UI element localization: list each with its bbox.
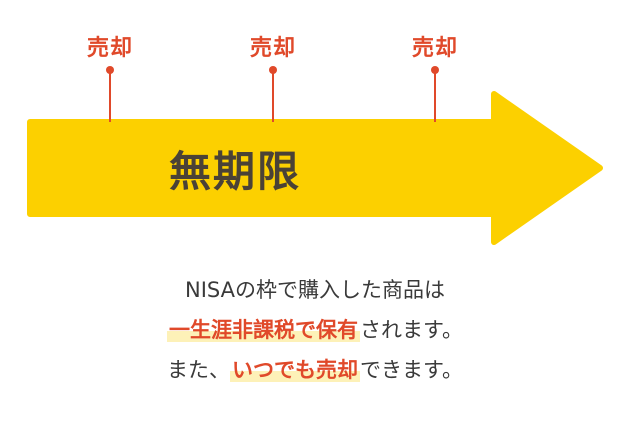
caption-highlight-sell-anytime: いつでも売却 bbox=[230, 358, 361, 382]
caption-highlight-tax-free: 一生涯非課税で保有 bbox=[167, 318, 361, 342]
sale-marker-1-dot bbox=[106, 66, 114, 74]
caption-line-3: また、いつでも売却できます。 bbox=[65, 350, 565, 390]
sale-marker-2-dot bbox=[269, 66, 277, 74]
arrow-title: 無期限 bbox=[168, 147, 301, 196]
sale-marker-2 bbox=[269, 66, 277, 122]
caption-line-2-rest: されます。 bbox=[360, 318, 463, 342]
sale-marker-3-label: 売却 bbox=[411, 36, 458, 61]
sale-marker-3-dot bbox=[431, 66, 439, 74]
caption: NISAの枠で購入した商品は 一生涯非課税で保有されます。 また、いつでも売却で… bbox=[65, 270, 565, 390]
caption-line-1: NISAの枠で購入した商品は bbox=[185, 278, 445, 302]
caption-line-3-rest: できます。 bbox=[360, 358, 463, 382]
sale-marker-3 bbox=[431, 66, 439, 122]
sale-marker-1-label: 売却 bbox=[86, 36, 133, 61]
sale-marker-2-label: 売却 bbox=[249, 36, 296, 61]
unlimited-arrow bbox=[27, 91, 603, 245]
caption-line-2: 一生涯非課税で保有されます。 bbox=[65, 310, 565, 350]
sale-marker-1 bbox=[106, 66, 114, 122]
caption-line-3-start: また、 bbox=[167, 358, 231, 382]
